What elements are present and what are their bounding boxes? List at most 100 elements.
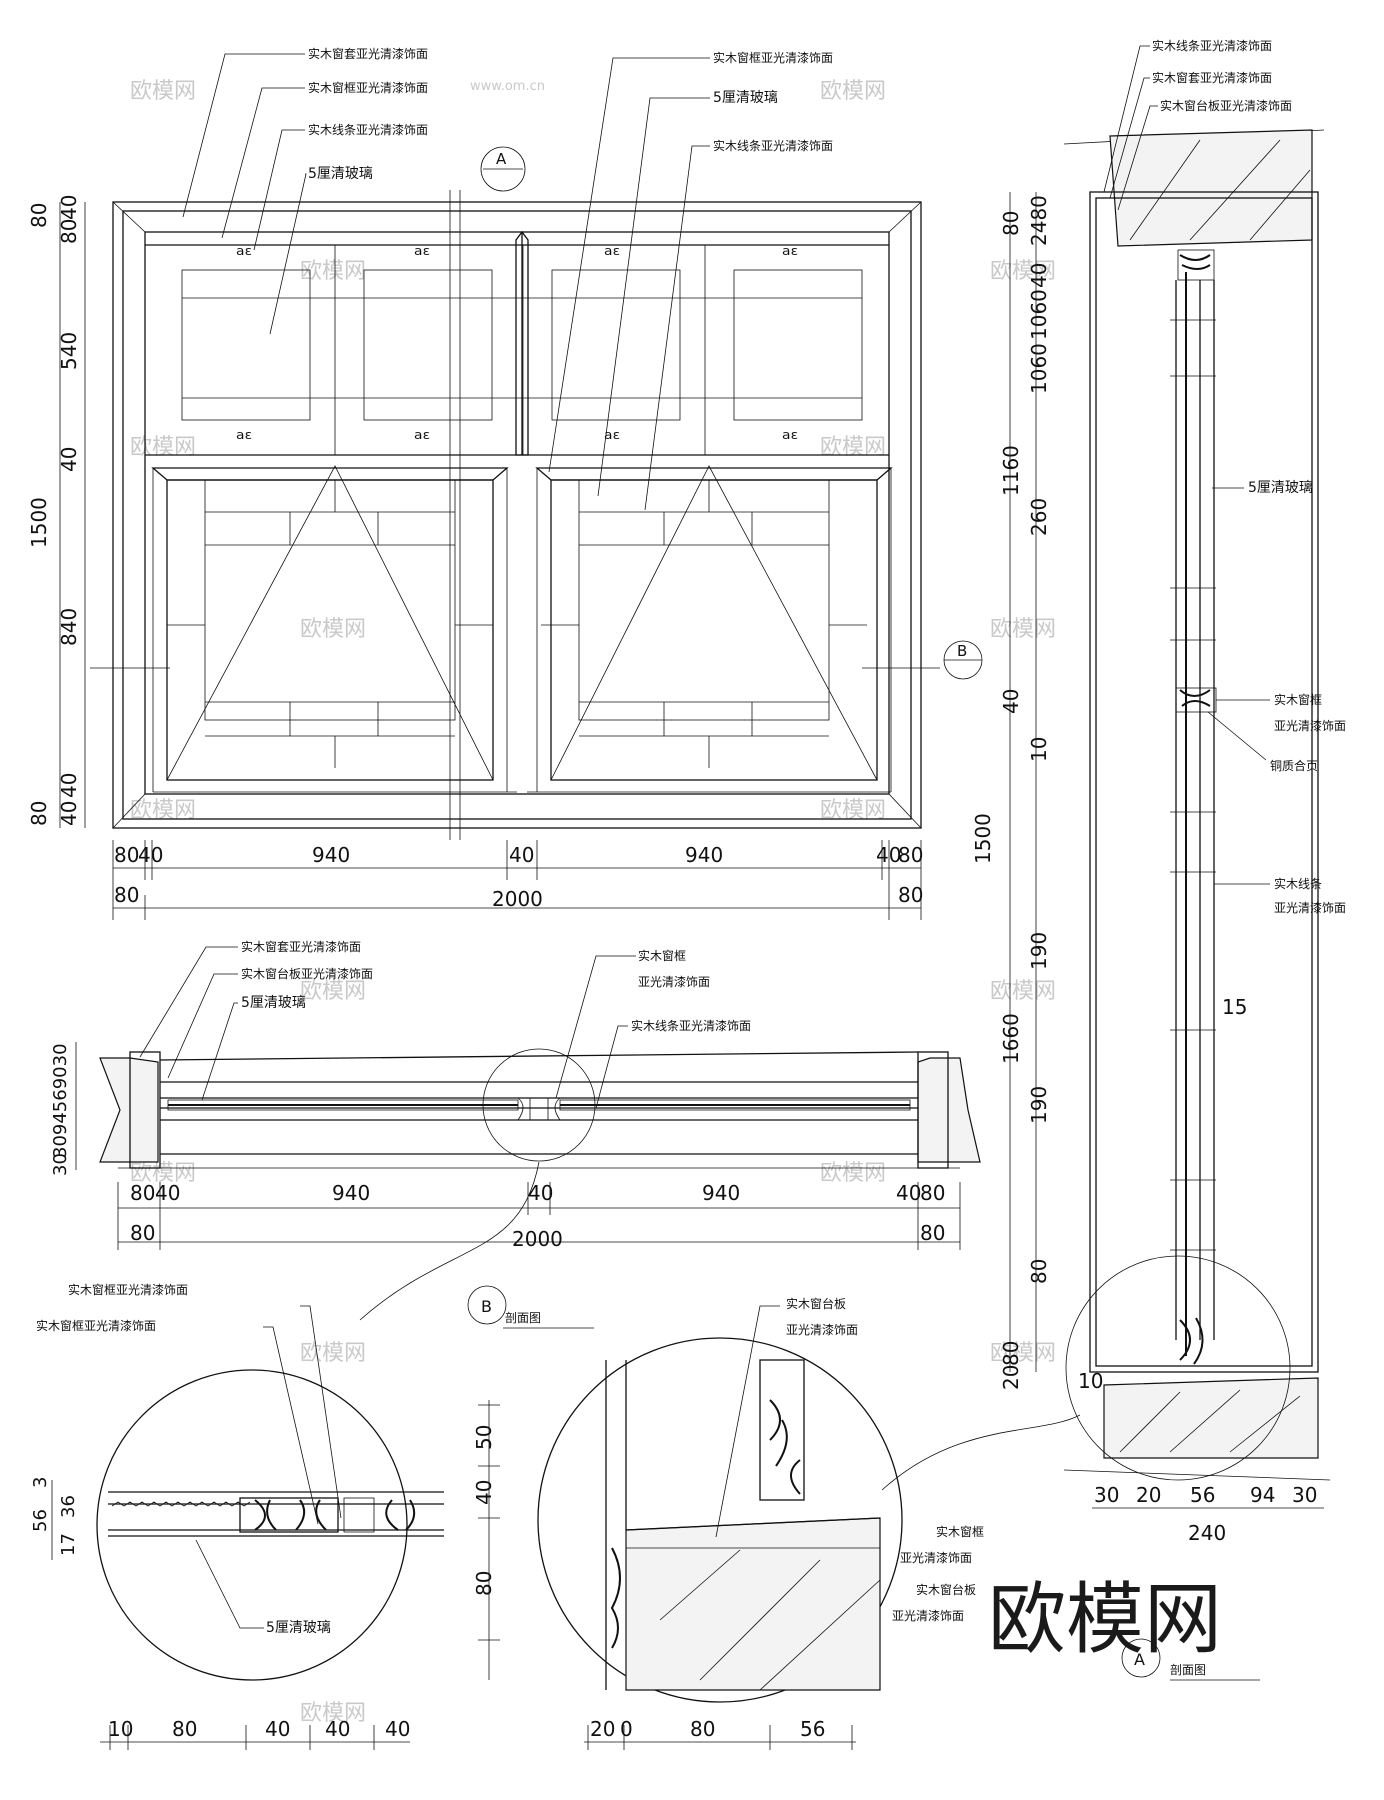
svg-text:840: 840 xyxy=(57,608,81,646)
svg-text:80: 80 xyxy=(57,219,81,244)
svg-text:1500: 1500 xyxy=(971,813,995,864)
svg-text:ᵃᵋ: ᵃᵋ xyxy=(236,243,253,268)
svg-text:80: 80 xyxy=(898,883,923,907)
svg-text:40: 40 xyxy=(385,1717,410,1741)
svg-text:剖面图: 剖面图 xyxy=(1170,1663,1206,1677)
svg-text:ᵃᵋ: ᵃᵋ xyxy=(236,427,253,452)
svg-text:ᵃᵋ: ᵃᵋ xyxy=(782,243,799,268)
svg-text:10: 10 xyxy=(108,1717,133,1741)
elevation-dimensions-vertical: 80 40 80 540 40 840 40 80 40 1500 xyxy=(27,195,86,828)
svg-text:80: 80 xyxy=(114,843,139,867)
svg-text:20: 20 xyxy=(590,1717,615,1741)
elevation-inner-frame xyxy=(144,231,890,795)
label-molding-right: 实木线条亚光清漆饰面 xyxy=(713,138,833,153)
svg-text:实木线条: 实木线条 xyxy=(1274,876,1322,891)
svg-text:5厘清玻璃: 5厘清玻璃 xyxy=(266,1619,331,1636)
svg-text:2000: 2000 xyxy=(512,1227,563,1251)
svg-text:1060: 1060 xyxy=(1027,343,1051,394)
section-marker-b-right: B xyxy=(943,640,983,680)
watermark: 欧模网 xyxy=(300,617,366,642)
svg-text:15: 15 xyxy=(1222,995,1247,1019)
svg-text:实木窗套亚光清漆饰面: 实木窗套亚光清漆饰面 xyxy=(1152,70,1272,85)
svg-text:190: 190 xyxy=(1027,932,1051,970)
svg-text:80: 80 xyxy=(27,801,51,826)
svg-text:2000: 2000 xyxy=(492,887,543,911)
watermark-url: www.om.cn xyxy=(470,79,545,94)
watermark: 欧模网 xyxy=(130,435,196,460)
svg-text:5厘清玻璃: 5厘清玻璃 xyxy=(1248,479,1313,496)
watermark: 欧模网 xyxy=(300,979,366,1004)
svg-text:190: 190 xyxy=(1027,1086,1051,1124)
svg-text:540: 540 xyxy=(57,332,81,370)
svg-text:40: 40 xyxy=(876,843,901,867)
detail-a-enlargement: 实木窗台板 亚光清漆饰面 50 40 80 20 0 80 56 xyxy=(472,1296,1081,1750)
svg-text:亚光清漆饰面: 亚光清漆饰面 xyxy=(1274,901,1346,915)
svg-text:80: 80 xyxy=(999,211,1023,236)
svg-text:40: 40 xyxy=(57,195,81,220)
svg-text:940: 940 xyxy=(312,843,350,867)
svg-text:实木线条亚光清漆饰面: 实木线条亚光清漆饰面 xyxy=(1152,38,1272,53)
svg-text:ᵃᵋ: ᵃᵋ xyxy=(414,243,431,268)
window-side-section xyxy=(1063,129,1331,1481)
watermark-layer: 欧模网 www.om.cn 欧模网 欧模网 欧模网 欧模网 欧模网 欧模网 欧模… xyxy=(130,79,1056,1726)
svg-text:0: 0 xyxy=(620,1717,633,1741)
transom-ornaments: ᵃᵋ ᵃᵋ ᵃᵋ ᵃᵋ ᵃᵋ ᵃᵋ ᵃᵋ ᵃᵋ xyxy=(236,243,799,452)
svg-text:80: 80 xyxy=(920,1181,945,1205)
watermark: 欧模网 xyxy=(990,979,1056,1004)
svg-text:80: 80 xyxy=(130,1221,155,1245)
svg-text:实木窗框: 实木窗框 xyxy=(1274,692,1322,707)
label-molding: 实木线条亚光清漆饰面 xyxy=(308,122,428,137)
watermark: 欧模网 xyxy=(130,79,196,104)
svg-text:亚光清漆饰面: 亚光清漆饰面 xyxy=(638,975,710,989)
svg-text:80: 80 xyxy=(27,203,51,228)
svg-text:实木窗框: 实木窗框 xyxy=(638,948,686,963)
watermark: 欧模网 xyxy=(990,259,1056,284)
svg-text:10: 10 xyxy=(1027,737,1051,762)
svg-text:实木窗台板亚光清漆饰面: 实木窗台板亚光清漆饰面 xyxy=(1160,98,1292,113)
svg-text:260: 260 xyxy=(1027,498,1051,536)
plan-labels: 实木窗套亚光清漆饰面 实木窗台板亚光清漆饰面 5厘清玻璃 实木窗框 亚光清漆饰面… xyxy=(139,939,751,1109)
svg-text:40: 40 xyxy=(528,1181,553,1205)
svg-text:56: 56 xyxy=(800,1717,825,1741)
label-frame-right: 实木窗框亚光清漆饰面 xyxy=(713,50,833,65)
svg-text:40: 40 xyxy=(155,1181,180,1205)
svg-text:亚光清漆饰面: 亚光清漆饰面 xyxy=(786,1323,858,1337)
watermark: 欧模网 xyxy=(300,1701,366,1726)
svg-text:A: A xyxy=(496,150,507,168)
svg-text:20: 20 xyxy=(999,1365,1023,1390)
svg-text:36: 36 xyxy=(58,1495,79,1518)
svg-text:1160: 1160 xyxy=(999,445,1023,496)
svg-text:80: 80 xyxy=(898,843,923,867)
svg-text:940: 940 xyxy=(685,843,723,867)
section-marker-b: B 剖面图 xyxy=(467,1285,594,1329)
elevation-dimensions-horizontal: 80 40 940 40 940 40 80 80 2000 80 xyxy=(112,840,923,920)
svg-text:80: 80 xyxy=(130,1181,155,1205)
svg-text:亚光清漆饰面: 亚光清漆饰面 xyxy=(1274,719,1346,733)
svg-text:B: B xyxy=(957,642,967,660)
svg-text:50: 50 xyxy=(472,1425,496,1450)
watermark: 欧模网 xyxy=(820,435,886,460)
svg-text:40: 40 xyxy=(472,1480,496,1505)
svg-text:30: 30 xyxy=(1292,1483,1317,1507)
svg-text:实木窗台板: 实木窗台板 xyxy=(786,1296,846,1311)
watermark: 欧模网 xyxy=(990,617,1056,642)
svg-text:40: 40 xyxy=(57,773,81,798)
svg-text:40: 40 xyxy=(57,801,81,826)
svg-text:30: 30 xyxy=(1094,1483,1119,1507)
svg-text:剖面图: 剖面图 xyxy=(505,1311,541,1325)
svg-text:1060: 1060 xyxy=(1027,289,1051,340)
svg-text:亚光清漆饰面: 亚光清漆饰面 xyxy=(892,1609,964,1623)
section-marker-a: A 剖面图 xyxy=(1121,1638,1260,1681)
svg-text:3: 3 xyxy=(30,1477,51,1488)
watermark: 欧模网 xyxy=(820,79,886,104)
svg-text:40: 40 xyxy=(325,1717,350,1741)
svg-text:80: 80 xyxy=(172,1717,197,1741)
svg-text:2480: 2480 xyxy=(1027,195,1051,246)
svg-text:实木窗框: 实木窗框 xyxy=(936,1524,984,1539)
svg-text:实木窗框亚光清漆饰面: 实木窗框亚光清漆饰面 xyxy=(68,1282,188,1297)
svg-text:3094569030: 3094569030 xyxy=(50,1043,71,1158)
side-section-labels: 实木线条亚光清漆饰面 实木窗套亚光清漆饰面 实木窗台板亚光清漆饰面 5厘清玻璃 … xyxy=(892,38,1346,1623)
svg-text:ᵃᵋ: ᵃᵋ xyxy=(414,427,431,452)
label-glass: 5厘清玻璃 xyxy=(308,165,373,182)
